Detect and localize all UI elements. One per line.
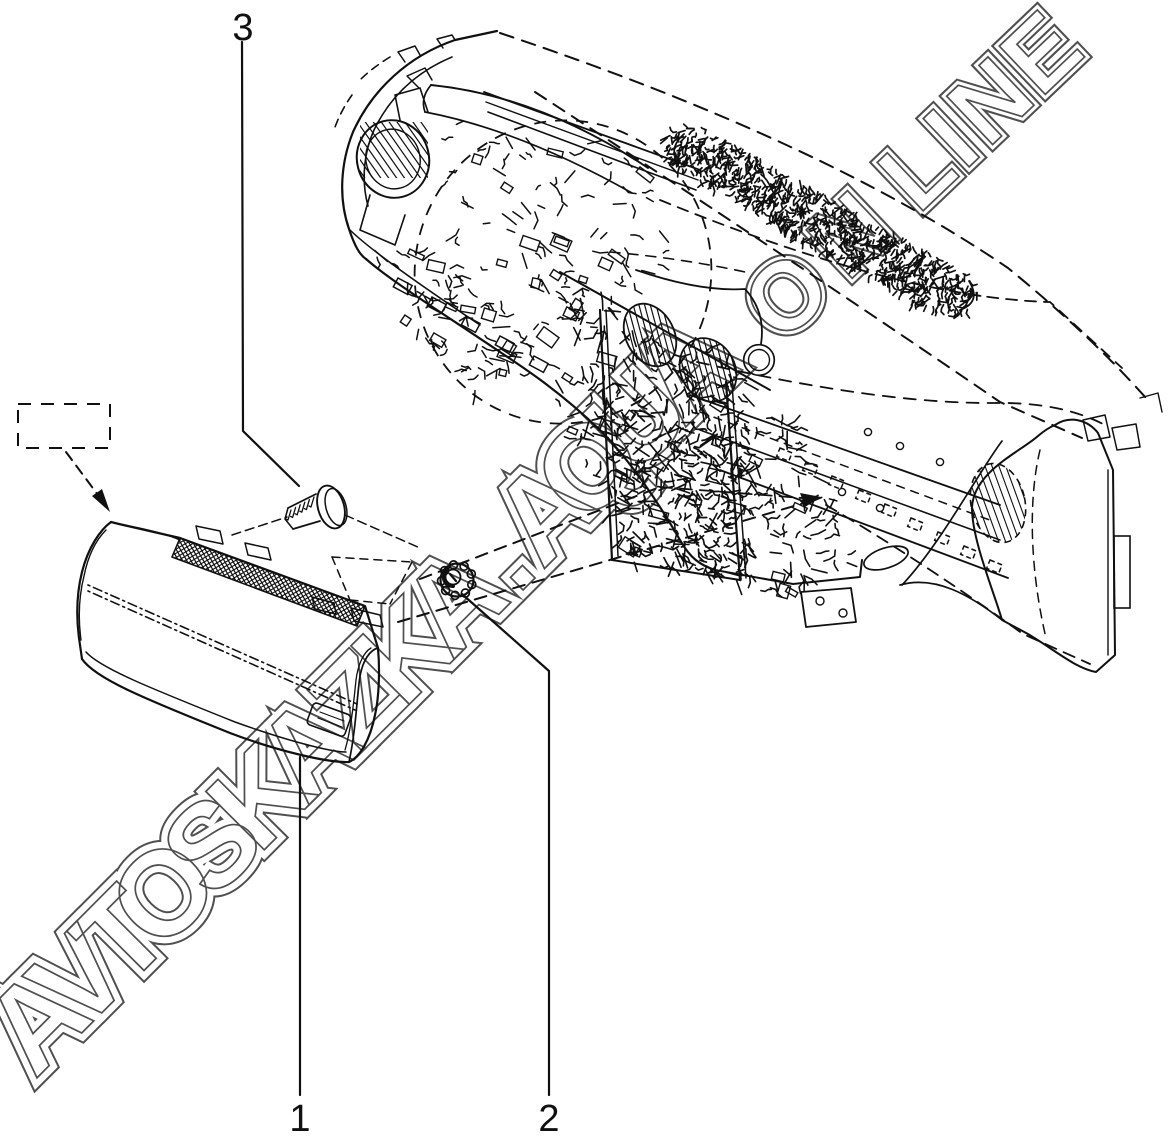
svg-text:1: 1 (289, 1098, 310, 1140)
svg-text:3: 3 (232, 7, 253, 49)
svg-text:AVTOSKAZKA.AQUA: AVTOSKAZKA.AQUA (0, 291, 763, 1098)
svg-text:2: 2 (538, 1098, 559, 1140)
